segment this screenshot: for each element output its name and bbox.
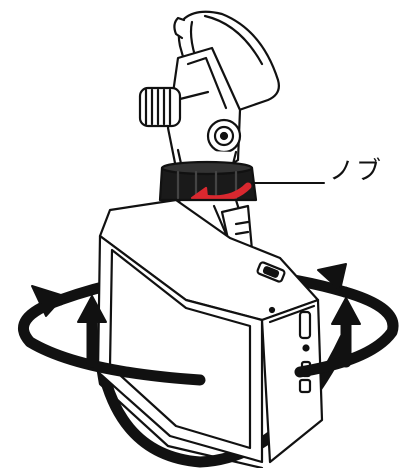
side-knob [140, 88, 180, 126]
knob-label: ノブ [329, 158, 383, 183]
pivot-bolt [208, 120, 240, 152]
